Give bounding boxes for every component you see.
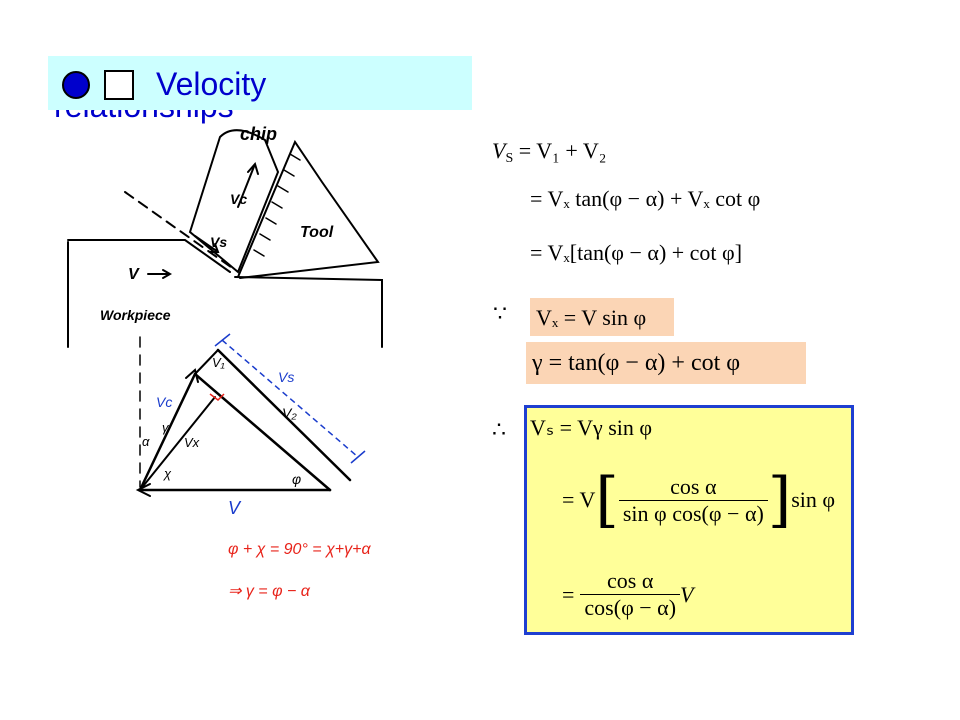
result-line3-denominator: cos(φ − α) [580,594,681,621]
eq1-lhs: V [492,138,506,163]
velocity-triangle-hyp [216,348,352,482]
result-line2-numerator: cos α [670,473,717,499]
cutting-velocity-arrow [147,269,173,279]
label-workpiece: Workpiece [100,307,171,323]
arrowhead-base [135,483,151,497]
note-line1: φ + χ = 90° = χ+γ+α [228,541,371,558]
vs-dimension-tick-start [214,333,231,347]
vx-box [530,298,674,336]
label-vc-chip: Vc [230,191,247,207]
therefore-symbol: ∴ [492,418,506,443]
label-vs-side: Vs [278,369,294,385]
because-symbol: ∵ [493,302,507,327]
label-vx: Vx [184,435,200,450]
result-line2-denominator: sin φ cos(φ − α) [618,499,768,527]
title-overflow: relationships [48,110,348,124]
result-line1: Vₛ = Vγ sin φ [530,415,653,440]
result-line2-suffix: sin φ [791,487,836,512]
result-line3-fraction: cos α cos(φ − α) [580,568,681,621]
label-v1: V₁ [212,355,225,370]
slide-title-text: Velocity [156,66,267,102]
chip-velocity-arrow [237,161,259,208]
tool-rake-hatch [253,153,301,257]
bullet-circle-icon [62,70,90,99]
equation-vx: Vₓ = V sin φ [536,305,647,330]
right-bracket: ] [767,465,792,535]
workpiece-cut-surface [234,276,383,348]
equation-vs-sum: VS = V₁ + V₂ [492,138,606,167]
workpiece-top-surface [67,239,231,348]
shear-velocity-arrow [194,235,220,253]
label-chip: chip [240,124,277,144]
bullet-square-icon [104,69,134,100]
result-line2: = V [ cos α sin φ cos(φ − α) ] sin φ [562,470,835,530]
title-overflow-text: relationships [54,110,348,122]
shear-plane-line [124,191,236,271]
result-box [524,405,854,635]
velocity-triangle-vx [139,396,216,491]
result-line2-fraction: cos α sin φ cos(φ − α) [618,473,768,527]
result-line3: = cos α cos(φ − α) V [562,568,693,621]
label-v-base: V [228,498,242,518]
result-line3-suffix: V [680,581,694,607]
label-phi: φ [292,471,301,487]
label-chi: χ [163,466,172,481]
label-alpha: α [142,434,150,449]
arrowhead-vc [185,368,199,383]
label-tool: Tool [300,224,334,241]
gamma-box [526,342,806,384]
label-gamma: γ [162,420,170,435]
velocity-triangle-vc [138,372,197,492]
result-line2-prefix: = V [562,487,596,512]
vs-dimension-line [221,339,359,458]
right-angle-marker [209,393,225,401]
label-v-arrow: V [128,266,140,283]
slide-title: Velocity [48,66,266,103]
left-bracket: [ [595,465,619,535]
tool-outline [237,139,380,279]
note-line2: ⇒ γ = φ − α [228,583,311,600]
title-bar: Velocity [48,56,472,110]
equation-vs-factored: = Vₓ[tan(φ − α) + cot φ] [530,240,743,265]
eq1-rhs: = V₁ + V₂ [518,138,607,163]
eq1-lhs-sub: S [505,151,514,166]
velocity-triangle-top [194,349,219,375]
velocity-triangle-vs [193,372,332,492]
label-vc-tri: Vc [156,394,172,410]
cutting-velocity-diagram: chip Vc Vs Tool V Workpiece V₁ Vs V₂ Vc … [67,124,383,600]
label-vs-shear: Vs [210,234,227,250]
chip-outline [188,129,280,274]
result-line3-prefix: = [562,581,575,607]
result-line3-numerator: cos α [607,568,654,593]
vs-dimension-tick-end [350,450,366,464]
label-v2: V₂ [282,405,297,421]
equation-vs-expanded: = Vₓ tan(φ − α) + Vₓ cot φ [530,186,761,211]
equation-gamma: γ = tan(φ − α) + cot φ [532,350,741,376]
